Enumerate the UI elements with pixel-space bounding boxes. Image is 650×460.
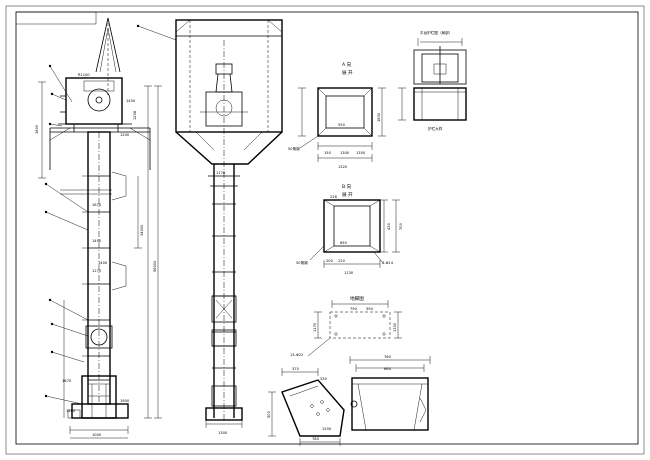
foundation-plan-view: 地脚图 790 1170 390 1300 13-Φ22 — [290, 295, 402, 357]
section-b-subtitle: 展 开 — [342, 192, 353, 198]
hopper-dim: 760 — [384, 355, 392, 359]
body-dim-text: 34000 — [140, 224, 144, 236]
guardrail-detail-note: 护栏大样 — [428, 126, 443, 131]
section-b-dim: 650 — [340, 241, 348, 245]
head-dim-text: R1100 — [78, 73, 90, 77]
section-a-dim: 1830 — [377, 112, 381, 122]
head-housing — [65, 77, 123, 125]
support-tower-frame — [175, 19, 283, 133]
guardrail-detail-view: 平台护栏图（局部） 护栏大样 — [398, 30, 467, 131]
foundation-outline — [329, 311, 391, 339]
section-b-dim: 220 — [338, 259, 346, 263]
section-b-view: B 向 展 开 228 650 1130 200 220 430 700 8-Φ… — [296, 183, 403, 275]
tower-dim-text: 1300 — [218, 431, 228, 435]
chute-dim: 500 — [267, 410, 271, 418]
body-dim-text: 1270 — [92, 269, 102, 273]
hopper-outline — [351, 377, 429, 431]
foundation-dim: 13-Φ22 — [290, 353, 303, 357]
head-pulley — [87, 88, 111, 112]
foundation-dim: 1170 — [313, 322, 317, 332]
chute-dim: 1200 — [322, 427, 332, 431]
corner-label-box — [16, 11, 97, 25]
section-b-title: B 向 — [342, 183, 352, 190]
section-b-note: 8-Φ14 — [382, 261, 394, 265]
boot-dim-text: 1000 — [92, 433, 102, 437]
section-a-title: A 向 — [342, 61, 352, 68]
section-a-dim: 150 — [324, 151, 332, 155]
section-a-note: 50角钢 — [288, 146, 300, 151]
chute-dim: 370 — [292, 367, 300, 371]
section-b-dim: 228 — [330, 195, 338, 199]
boot-dim-text: 1200 — [66, 409, 76, 413]
body-dim-text: 1490 — [92, 239, 102, 243]
sheet-frame-inner — [15, 11, 639, 445]
hopper-detail-view: 760 660 — [349, 355, 431, 431]
head-dim-text: 1200 — [120, 133, 130, 137]
foundation-dim: 390 — [366, 307, 374, 311]
section-a-dim: 550 — [338, 123, 346, 127]
tower-elevation-view: 1170 1300 — [136, 19, 283, 435]
chute-dim: 330 — [320, 377, 328, 381]
boot-dim-text: 1670 — [62, 379, 72, 383]
boot-dim-text: 1900 — [120, 399, 130, 403]
section-b-dim: 1130 — [344, 271, 354, 275]
section-b-dim: 200 — [326, 259, 334, 263]
section-a-dim: 1320 — [338, 165, 348, 169]
head-dim-text: 1800 — [35, 124, 39, 134]
guardrail-detail-title: 平台护栏图（局部） — [420, 30, 452, 35]
head-dim-text: 1450 — [126, 99, 136, 103]
sheet-frame-outer — [5, 5, 645, 455]
section-a-subtitle: 展 开 — [342, 70, 353, 76]
body-dim-text: 1670 — [92, 203, 102, 207]
section-a-view: A 向 展 开 550 1830 1320 150 1300 1350 50角钢 — [288, 61, 386, 169]
head-dim-text: 1208 — [133, 110, 137, 120]
chute-detail-view: 370 330 500 780 1200 — [267, 367, 345, 446]
total-height-text: 56000 — [153, 260, 157, 272]
chute-outline — [281, 379, 345, 437]
body-dim-text: 1400 — [98, 261, 108, 265]
section-b-angle-note: 50角钢 — [296, 260, 308, 265]
head-platform — [49, 127, 151, 170]
section-b-dim: 430 — [387, 222, 391, 230]
hopper-dim: 660 — [384, 367, 392, 371]
section-a-dim: 1350 — [356, 151, 366, 155]
tower-hopper — [175, 131, 283, 165]
chute-dim: 780 — [312, 437, 320, 441]
foundation-title: 地脚图 — [350, 295, 364, 302]
section-b-dim: 700 — [399, 222, 403, 230]
foundation-dim: 790 — [350, 307, 358, 311]
foundation-dim: 1300 — [393, 322, 397, 332]
tower-dim-text: 1170 — [216, 171, 226, 175]
tower-casing — [213, 164, 235, 418]
left-elevation-view: R1100 1800 1450 1208 1200 1670 1490 1270… — [35, 17, 162, 439]
section-a-dim: 1300 — [340, 151, 350, 155]
